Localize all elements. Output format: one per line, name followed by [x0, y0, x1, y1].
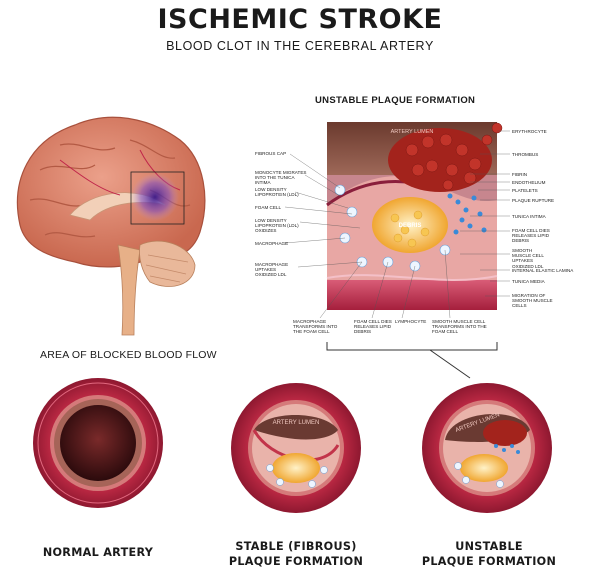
lipid-debris-core	[372, 197, 448, 253]
plaque-detail-heading: UNSTABLE PLAQUE FORMATION	[315, 95, 476, 106]
label-ldl-oxidizes: LOW DENSITY LIPOPROTEIN (LDL) OXIDIZES	[255, 218, 299, 234]
label-endothelium: ENDOTHELIUM	[512, 180, 546, 185]
label-lymphocyte: LYMPHOCYTE	[395, 319, 427, 324]
stable-lumen-label: ARTERY LUMEN	[273, 420, 320, 426]
caption-unstable-line1: UNSTABLE	[455, 540, 523, 553]
label-smc-transforms: SMOOTH MUSCLE CELL TRANSFORMS INTO THE F…	[432, 319, 487, 335]
label-migration-smc: MIGRATION OF SMOOTH MUSCLE CELLS	[512, 293, 553, 309]
label-foam-cell-dies-bottom: FOAM CELL DIES RELEASES LIPID DEBRIS	[354, 319, 392, 335]
caption-normal-artery: NORMAL ARTERY	[18, 545, 178, 560]
label-foam-cell: FOAM CELL	[255, 205, 282, 210]
brain-illustration	[16, 116, 206, 336]
page-subtitle: BLOOD CLOT IN THE CEREBRAL ARTERY	[166, 39, 434, 53]
stable-plaque-illustration: ARTERY LUMEN	[231, 383, 361, 513]
right-leader-lines	[460, 130, 510, 297]
label-internal-elastic-lamina: INTERNAL ELASTIC LAMINA	[512, 268, 574, 273]
label-fibrin: FIBRIN	[512, 172, 528, 177]
unstable-plaque-illustration: ARTERY LUMEN	[422, 383, 552, 513]
caption-stable-plaque: STABLE (FIBROUS) PLAQUE FORMATION	[206, 539, 386, 569]
page-title: ISCHEMIC STROKE	[157, 4, 443, 35]
artery-lumen-label: ARTERY LUMEN	[391, 129, 434, 135]
label-platelets: PLATELETS	[512, 188, 538, 193]
debris-label: DEBRIS	[399, 223, 422, 229]
caption-stable-line1: STABLE (FIBROUS)	[235, 540, 357, 553]
blocked-area-glow	[131, 173, 179, 221]
cerebellum	[139, 240, 196, 287]
left-leader-lines	[284, 153, 363, 268]
normal-artery-illustration	[33, 378, 163, 508]
label-plaque-rupture: PLAQUE RUPTURE	[512, 198, 555, 203]
label-macrophage: MACROPHAGE	[255, 241, 289, 246]
bottom-leader-lines	[319, 249, 451, 319]
label-thrombus: THROMBUS	[512, 152, 539, 157]
label-ldl: LOW DENSITY LIPOPROTEIN (LDL)	[255, 187, 299, 198]
caption-unstable-plaque: UNSTABLE PLAQUE FORMATION	[405, 539, 573, 569]
label-erythrocyte: ERYTHROCYTE	[512, 129, 547, 134]
label-foam-cell-dies: FOAM CELL DIES RELEASES LIPID DEBRIS	[512, 228, 550, 244]
label-fibrous-cap: FIBROUS CAP	[255, 151, 287, 156]
brain-caption: AREA OF BLOCKED BLOOD FLOW	[40, 349, 217, 361]
label-smooth-muscle-uptakes: SMOOTH MUSCLE CELL UPTAKES OXIDIZED LDL	[512, 248, 544, 269]
caption-normal-line1: NORMAL ARTERY	[42, 546, 154, 559]
label-macrophage-transforms: MACROPHAGE TRANSFORMS INTO THE FOAM CELL	[293, 319, 338, 335]
label-monocyte: MONOCYTE MIGRATES INTO THE TUNICA INTIMA	[255, 170, 307, 186]
label-macrophage-uptakes: MACROPHAGE UPTAKES OXIDIZED LDL	[255, 262, 289, 278]
plaque-detail-panel: ARTERY LUMEN DEBRIS	[326, 122, 503, 310]
label-tunica-media: TUNICA MEDIA	[512, 279, 545, 284]
panel-bracket	[326, 342, 498, 351]
zoom-box	[130, 171, 185, 225]
brain-stem	[117, 244, 141, 336]
caption-stable-line2: PLAQUE FORMATION	[228, 555, 364, 568]
label-tunica-intima: TUNICA INTIMA	[512, 214, 546, 219]
caption-unstable-line2: PLAQUE FORMATION	[421, 555, 557, 568]
